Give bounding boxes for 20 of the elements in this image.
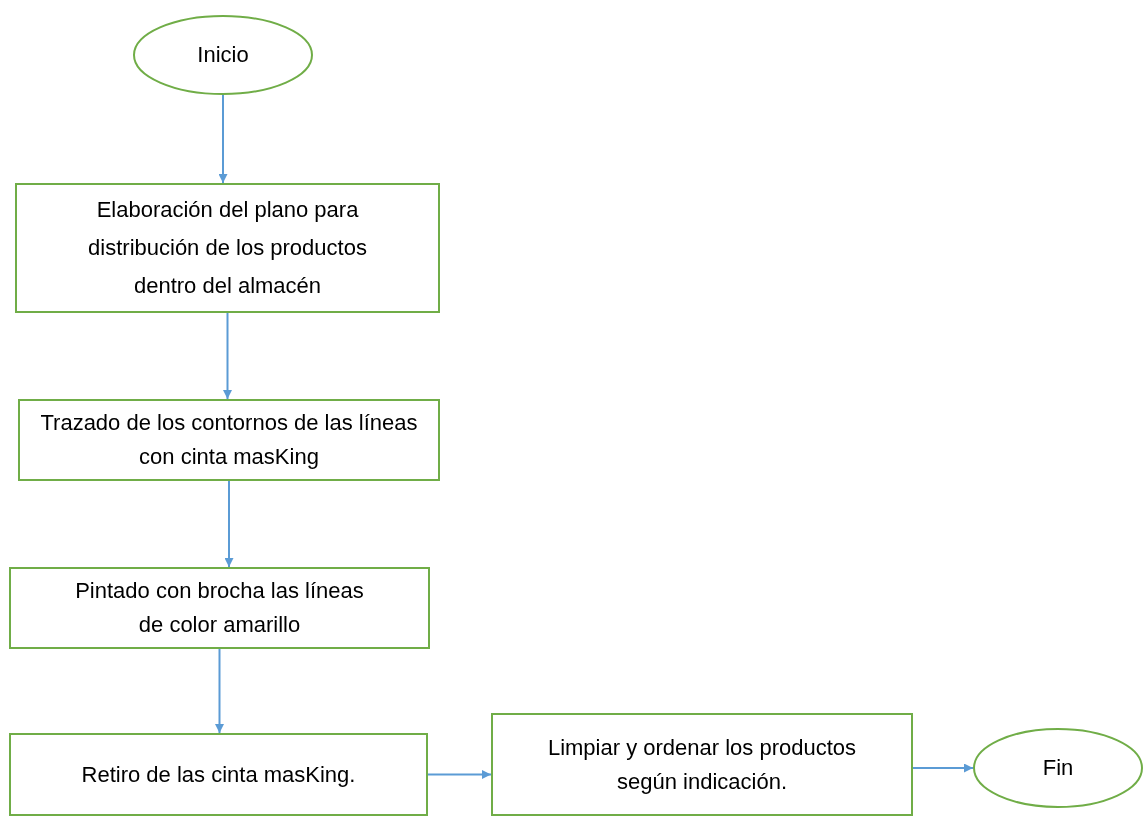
arrow [224, 480, 234, 568]
step-text: Trazado de los contornos de las líneas con cinta masKing [39, 409, 419, 471]
step-text: Fin [1042, 754, 1074, 782]
terminal-ellipse [973, 728, 1143, 808]
step-text: Pintado con brocha las líneas de color amarillo [74, 577, 365, 639]
terminal-ellipse [133, 15, 313, 95]
arrow [218, 94, 228, 184]
process-box [15, 183, 440, 313]
process-box [18, 399, 440, 481]
process-box [9, 733, 428, 816]
arrow [427, 770, 492, 779]
arrow [912, 763, 974, 773]
process-box [491, 713, 913, 816]
step-text: Limpiar y ordenar los productos según indicación. [546, 733, 858, 796]
step-text: Inicio [197, 41, 249, 69]
step-text: Elaboración del plano para distribución de los productos dentro del almacén [87, 196, 368, 300]
arrow [215, 648, 224, 734]
process-box [9, 567, 430, 649]
step-text: Retiro de las cinta masKing. [81, 760, 356, 789]
arrow [223, 312, 232, 400]
